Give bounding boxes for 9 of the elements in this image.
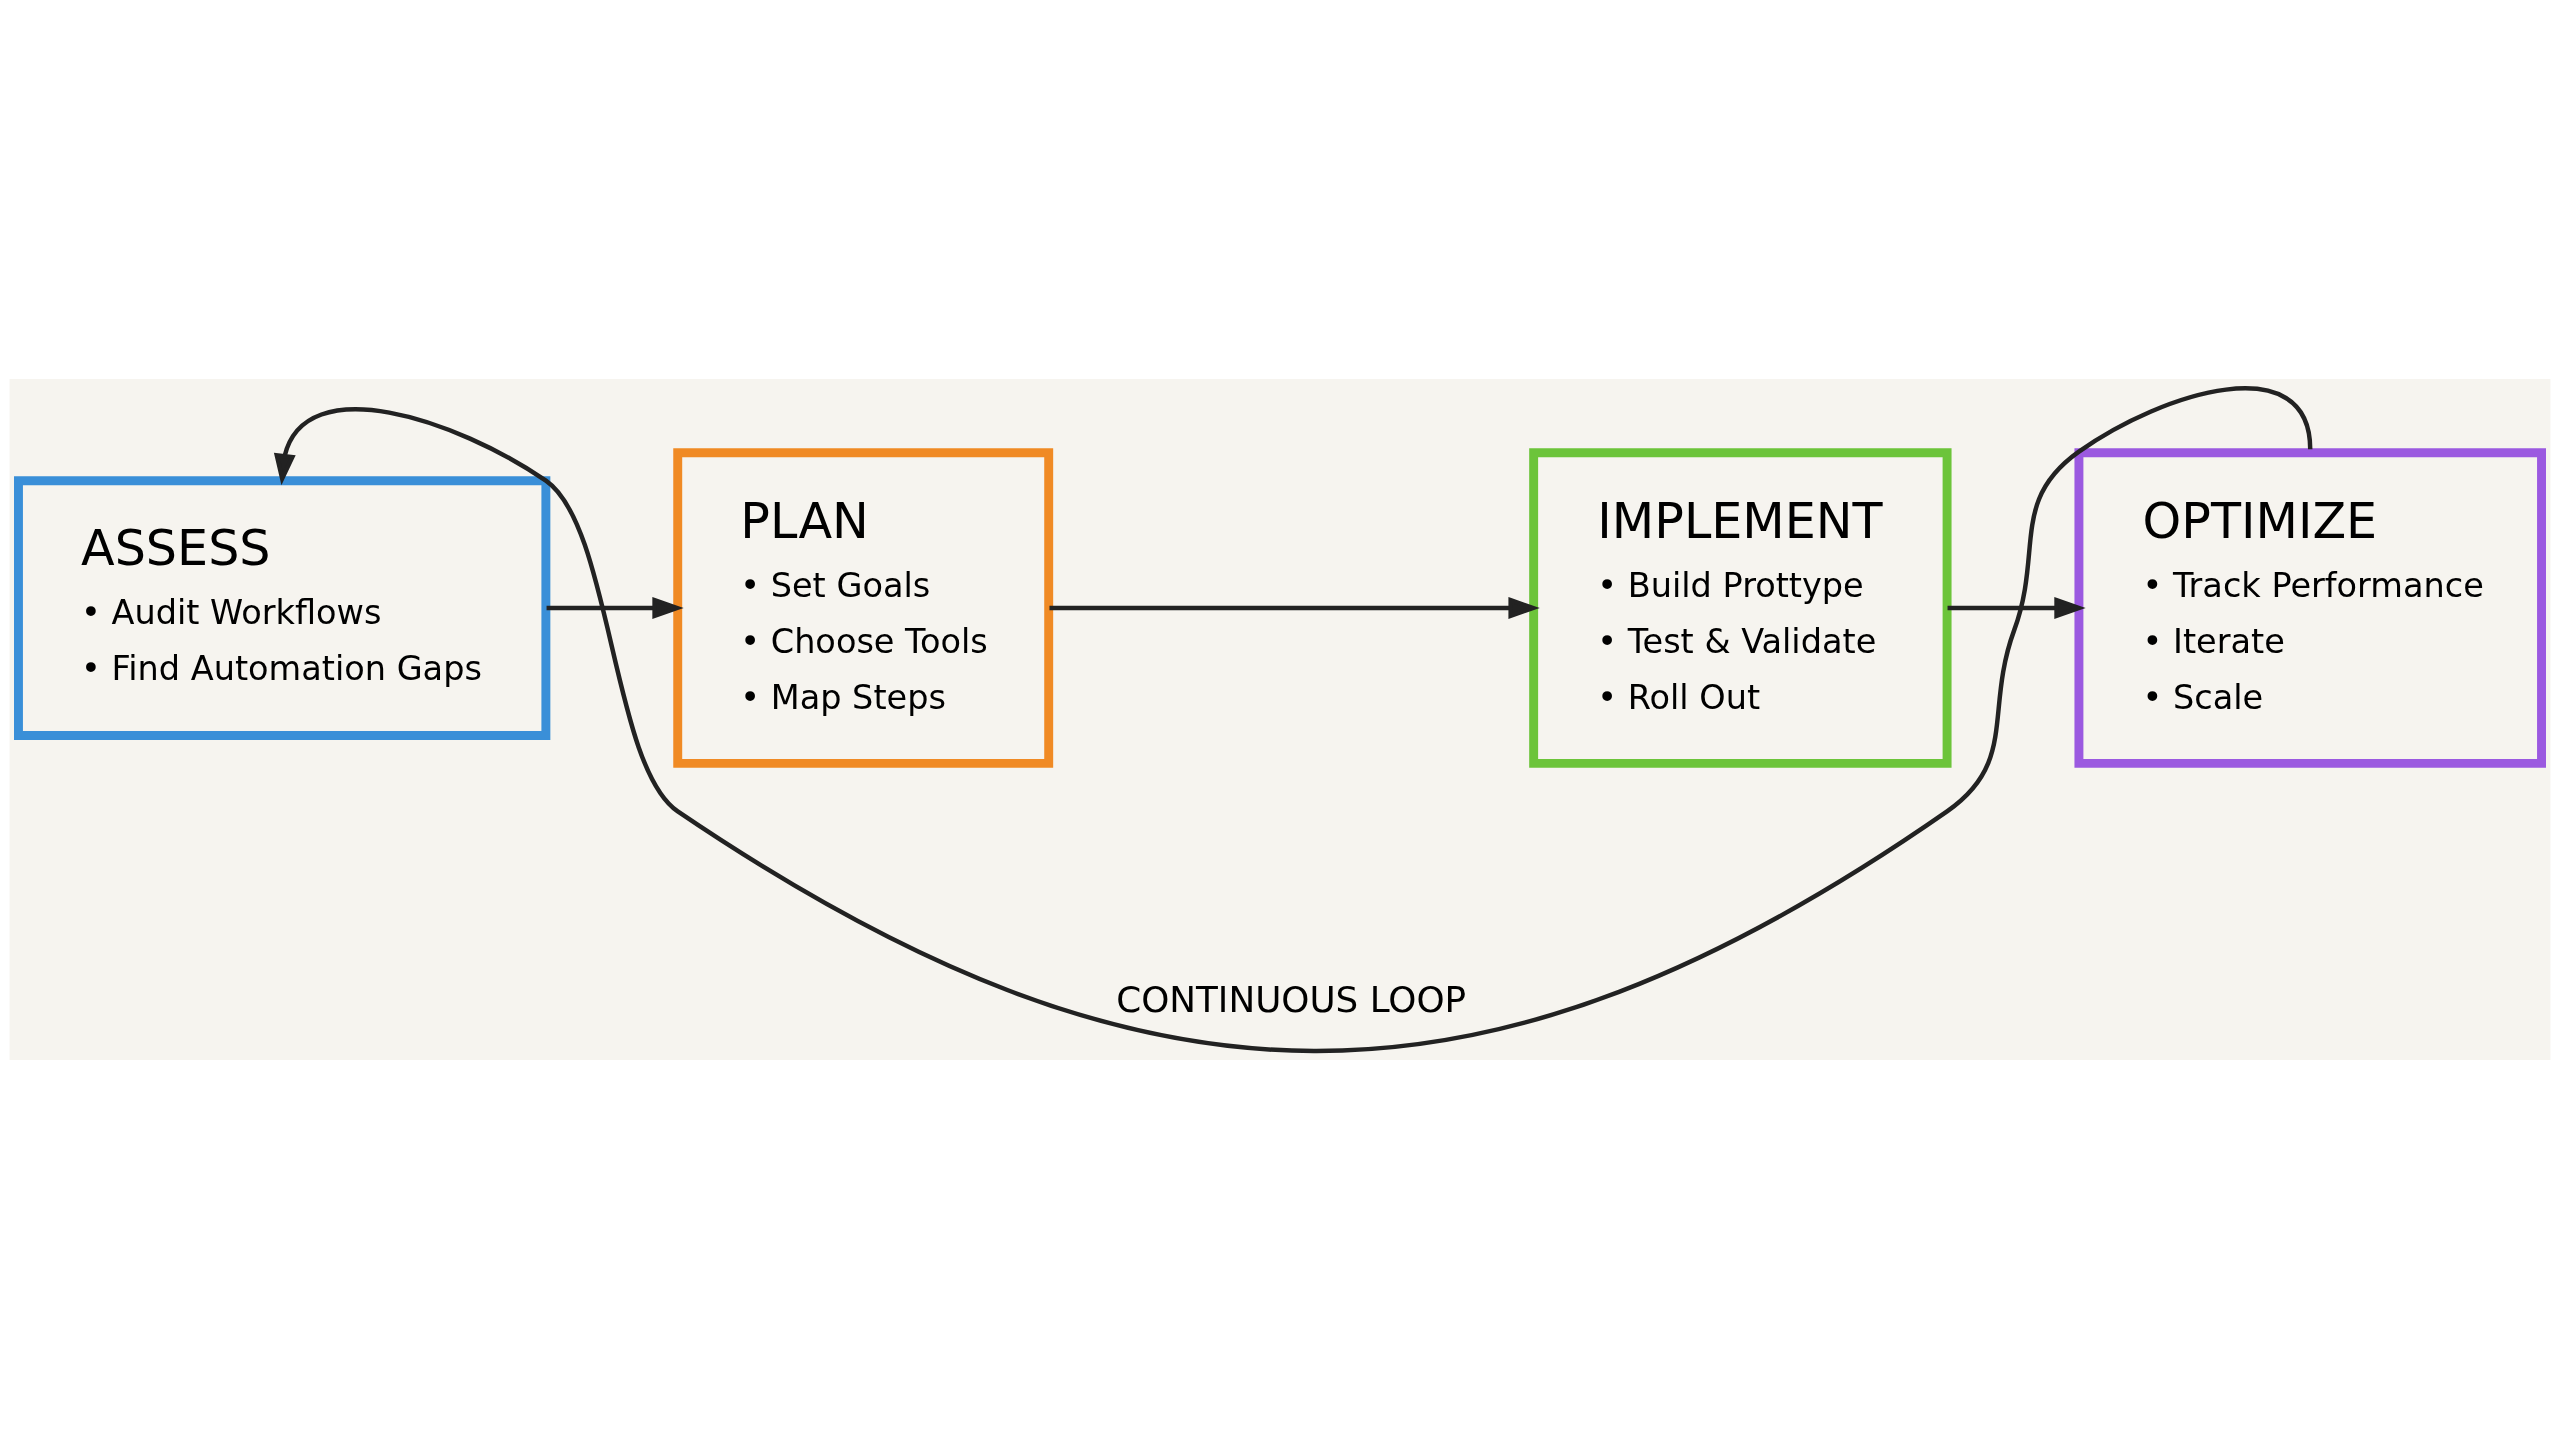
edge-label: CONTINUOUS LOOP bbox=[1116, 978, 1467, 1020]
arrow bbox=[1947, 596, 2086, 619]
arrow bbox=[546, 596, 684, 619]
arrow bbox=[1049, 596, 1540, 619]
node-box: IMPLEMENT • Build Prottype • Test & Validate • Roll Out bbox=[1529, 447, 1952, 768]
arrow bbox=[273, 386, 2313, 1053]
node-box: PLAN • Set Goals • Choose Tools • Map Steps bbox=[673, 447, 1054, 768]
node-box: ASSESS • Audit Workflows • Find Automation Gaps bbox=[14, 475, 551, 740]
node-box: OPTIMIZE • Track Performance • Iterate • Scale bbox=[2074, 447, 2546, 768]
